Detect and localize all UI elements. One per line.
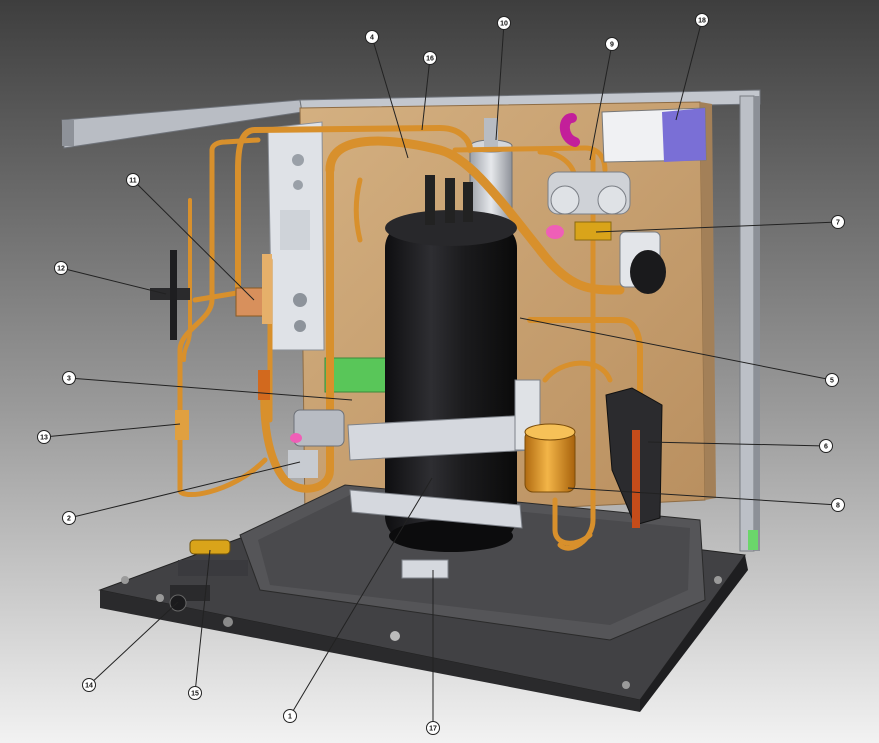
callout-circle	[82, 678, 96, 692]
callout-number: 1	[288, 714, 292, 721]
callout-12: 12	[54, 261, 167, 295]
callout-18: 18	[675, 13, 709, 121]
callout-circle	[126, 173, 140, 187]
callout-number: 17	[429, 726, 437, 733]
filter-drier	[524, 423, 576, 493]
callout-number: 3	[67, 376, 71, 383]
callout-circle	[695, 13, 709, 27]
callout-circle	[37, 430, 51, 444]
callout-circle	[426, 721, 440, 735]
green-board	[324, 357, 388, 393]
callout-leader-line	[421, 57, 431, 131]
reversing-valve-coil	[619, 231, 666, 294]
callout-leader-line	[495, 22, 505, 141]
callout-circle	[62, 511, 76, 525]
callout-number: 12	[57, 266, 65, 273]
callout-number: 7	[836, 220, 840, 227]
callout-circle	[62, 371, 76, 385]
expansion-valve-assembly	[547, 171, 631, 215]
callout-number: 4	[370, 35, 374, 42]
solenoid-block	[559, 107, 707, 163]
callout-2: 2	[62, 461, 301, 525]
service-valve	[546, 221, 612, 241]
right-frame-post	[739, 95, 760, 552]
callout-circle	[819, 439, 833, 453]
callout-number: 9	[610, 42, 614, 49]
callout-number: 18	[698, 18, 706, 25]
callout-leader-line	[519, 317, 833, 381]
left-valve-assembly	[150, 250, 345, 478]
callout-number: 15	[191, 691, 199, 698]
base-service-fittings	[169, 539, 248, 612]
left-bracket-panel	[267, 121, 325, 351]
callout-circle	[825, 373, 839, 387]
callout-leader-line	[68, 377, 353, 401]
callout-leader-line	[589, 43, 613, 161]
callout-number: 8	[836, 503, 840, 510]
callout-1: 1	[283, 477, 433, 723]
callout-14: 14	[82, 601, 179, 692]
callout-leader-line	[371, 36, 409, 159]
callout-leader-line	[88, 601, 179, 686]
base-tray	[98, 484, 748, 712]
callout-number: 10	[500, 21, 508, 28]
callout-8: 8	[567, 487, 845, 512]
callout-4: 4	[365, 30, 409, 159]
callout-10: 10	[495, 16, 511, 141]
callout-5: 5	[519, 317, 839, 387]
motor-bracket	[605, 387, 663, 528]
callout-7: 7	[595, 215, 845, 233]
callout-9: 9	[589, 37, 619, 161]
callout-circle	[188, 686, 202, 700]
callout-6: 6	[647, 439, 833, 453]
callout-16: 16	[421, 51, 437, 131]
callout-number: 6	[824, 444, 828, 451]
callout-number: 13	[40, 435, 48, 442]
callout-3: 3	[62, 371, 353, 401]
callout-circle	[831, 215, 845, 229]
callout-leader-line	[68, 461, 301, 519]
callout-leader-line	[43, 423, 181, 438]
callout-leader-line	[289, 477, 433, 717]
callout-11: 11	[126, 173, 255, 301]
callout-circle	[423, 51, 437, 65]
callout-leader-line	[647, 441, 827, 447]
back-plate-edge	[700, 102, 716, 500]
callout-number: 11	[129, 178, 137, 185]
callout-number: 14	[85, 683, 93, 690]
compressor-brackets	[347, 379, 541, 579]
callout-17: 17	[426, 570, 440, 735]
copper-tubing	[177, 125, 643, 551]
callout-leader-line	[132, 179, 255, 301]
callout-leader-line	[60, 267, 167, 295]
callout-circle	[54, 261, 68, 275]
callout-number: 2	[67, 516, 71, 523]
compressor	[385, 175, 517, 552]
callout-13: 13	[37, 423, 181, 444]
callout-circle	[365, 30, 379, 44]
callout-leader-line	[675, 19, 703, 121]
callout-circle	[497, 16, 511, 30]
callout-number: 5	[830, 378, 834, 385]
callout-circle	[283, 709, 297, 723]
callout-leader-line	[567, 487, 839, 506]
callout-leader-line	[595, 221, 839, 233]
callout-circle	[605, 37, 619, 51]
callout-leader-line	[194, 549, 211, 694]
callout-number: 16	[426, 56, 434, 63]
callout-15: 15	[188, 549, 211, 700]
callout-circle	[831, 498, 845, 512]
